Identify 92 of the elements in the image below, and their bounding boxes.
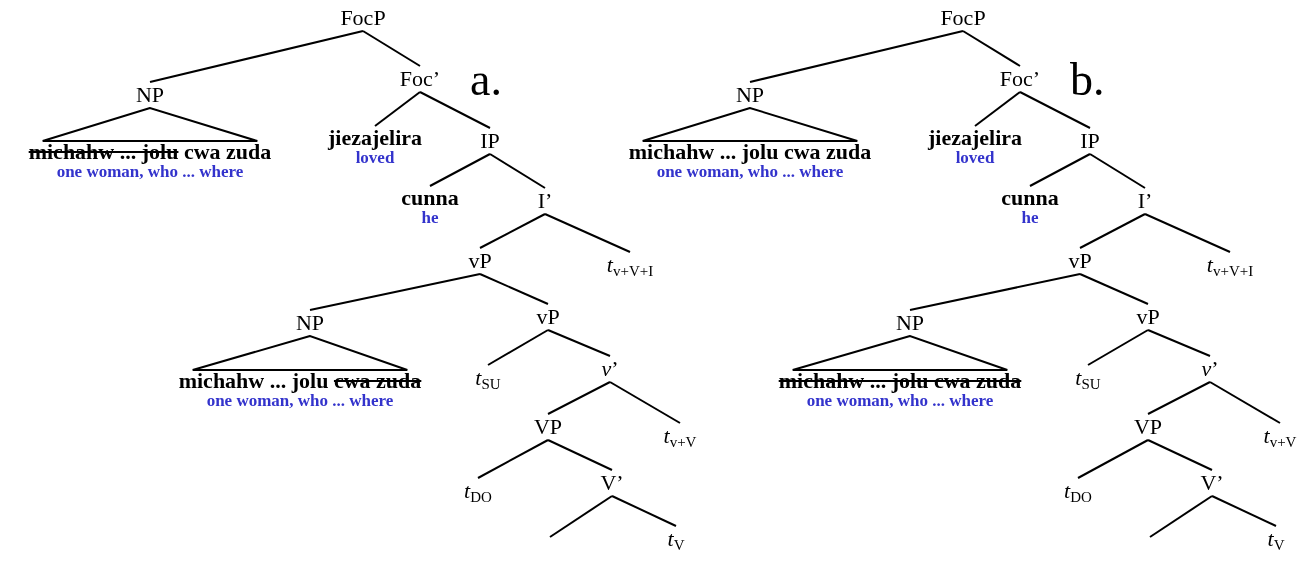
- category-label: VP: [1133, 415, 1163, 439]
- tree-branch: [1079, 273, 1149, 305]
- tree-branch: [479, 213, 546, 249]
- category-label: V’: [600, 471, 624, 495]
- tree-branch: [1144, 213, 1231, 253]
- category-label: VP: [533, 415, 563, 439]
- tree-branch: [1087, 329, 1149, 366]
- tree-branch: [547, 439, 613, 471]
- category-label: NP: [735, 83, 765, 107]
- category-label: vP: [1068, 249, 1092, 273]
- tree-branch: [974, 91, 1021, 127]
- category-label: FocP: [940, 6, 986, 30]
- tree-branch: [1149, 495, 1213, 538]
- category-label: Foc’: [999, 67, 1041, 91]
- category-label: v’: [1201, 357, 1219, 381]
- tree-branch: [547, 381, 611, 415]
- tree-branch: [749, 30, 964, 83]
- tree-branch: [479, 273, 549, 305]
- trace-label: t$_{v+V+I}$: [606, 253, 654, 283]
- word-text: michahw ... jolu cwa zuda: [628, 141, 872, 163]
- trace-label: t$_{SU}$: [475, 366, 501, 396]
- tree-branch: [477, 439, 549, 479]
- category-label: NP: [135, 83, 165, 107]
- tree-branch: [1077, 439, 1149, 479]
- tree-branch: [309, 273, 481, 311]
- tree-branch: [1019, 91, 1091, 129]
- tree-branch: [1147, 439, 1213, 471]
- triangle-roof: [41, 106, 259, 142]
- tree-branch: [547, 329, 611, 357]
- word-text: michahw ... jolu cwa zuda: [778, 370, 1022, 392]
- word-text: jiezajelira: [327, 127, 423, 149]
- tree-branch: [149, 30, 364, 83]
- trace-label: t$_{v+V}$: [1263, 424, 1297, 454]
- triangle-roof: [791, 334, 1009, 371]
- category-label: I’: [1137, 189, 1153, 213]
- panel-letter: b.: [1070, 56, 1105, 104]
- trace-label: t$_{SU}$: [1075, 366, 1101, 396]
- trace-label: t$_{v+V}$: [663, 424, 697, 454]
- tree-branch: [429, 153, 491, 187]
- word-text: cwa zuda: [183, 139, 272, 164]
- trace-label: t$_{v+V+I}$: [1206, 253, 1254, 283]
- tree-branch: [549, 495, 613, 538]
- word-text: cwa zuda: [333, 368, 422, 393]
- triangle-roof: [641, 106, 859, 142]
- trace-label: t$_{V}$: [667, 527, 685, 557]
- category-label: vP: [1136, 305, 1160, 329]
- tree-branch: [1211, 495, 1277, 527]
- category-label: IP: [480, 129, 500, 153]
- gloss-text: one woman, who ... where: [805, 392, 995, 409]
- category-label: NP: [895, 311, 925, 335]
- category-label: IP: [1080, 129, 1100, 153]
- trace-label: t$_{V}$: [1267, 527, 1285, 557]
- gloss-text: one woman, who ... where: [655, 163, 845, 180]
- category-label: NP: [295, 311, 325, 335]
- trace-label: t$_{DO}$: [464, 479, 492, 509]
- category-label: Foc’: [399, 67, 441, 91]
- tree-branch: [1089, 153, 1146, 189]
- tree-branch: [489, 153, 546, 189]
- category-label: FocP: [340, 6, 386, 30]
- category-label: v’: [601, 357, 619, 381]
- category-label: vP: [468, 249, 492, 273]
- tree-branch: [1209, 381, 1281, 424]
- trace-label: t$_{DO}$: [1064, 479, 1092, 509]
- word-text: michahw ... jolu: [178, 368, 329, 393]
- tree-branch: [909, 273, 1081, 311]
- tree-branch: [544, 213, 631, 253]
- tree-branch: [1029, 153, 1091, 187]
- word-text: jiezajelira: [927, 127, 1023, 149]
- word-text: cunna: [1001, 187, 1059, 209]
- gloss-text: he: [1020, 209, 1040, 226]
- triangle-roof: [191, 334, 409, 371]
- tree-branch: [1147, 329, 1211, 357]
- tree-branch: [487, 329, 549, 366]
- gloss-text: he: [420, 209, 440, 226]
- tree-branch: [362, 30, 421, 67]
- tree-branch: [1147, 381, 1211, 415]
- word-text: cunna: [401, 187, 459, 209]
- panel-letter: a.: [470, 56, 502, 104]
- tree-branch: [1079, 213, 1146, 249]
- tree-branch: [611, 495, 677, 527]
- category-label: vP: [536, 305, 560, 329]
- tree-branch: [374, 91, 421, 127]
- tree-branch: [609, 381, 681, 424]
- word-text: michahw ... jolu: [28, 139, 179, 164]
- gloss-text: one woman, who ... where: [55, 163, 245, 180]
- gloss-text: loved: [955, 149, 995, 166]
- tree-branch: [962, 30, 1021, 67]
- category-label: I’: [537, 189, 553, 213]
- tree-branch: [419, 91, 491, 129]
- gloss-text: loved: [355, 149, 395, 166]
- category-label: V’: [1200, 471, 1224, 495]
- gloss-text: one woman, who ... where: [205, 392, 395, 409]
